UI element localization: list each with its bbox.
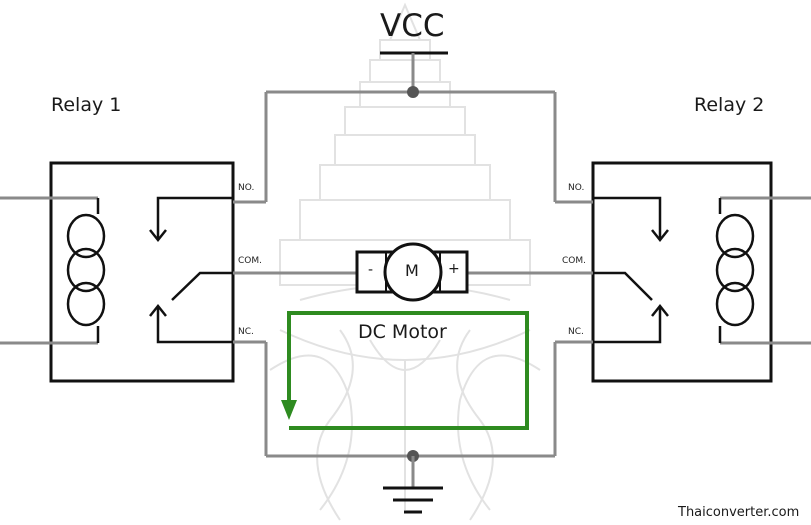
relay-2-switch: [593, 196, 669, 344]
top-junction-dot: [407, 86, 419, 98]
seal-watermark: [269, 2, 541, 521]
dc-motor-label: DC Motor: [358, 321, 447, 343]
relay-1-switch: [149, 196, 233, 344]
relay-2-coil: [715, 198, 755, 343]
relay-1-com-pin-label: COM.: [238, 256, 262, 266]
motor-positive-terminal: +: [448, 261, 460, 277]
relay-2-nc-pin-label: NC.: [568, 327, 584, 337]
motor-negative-terminal: -: [368, 262, 374, 278]
ground-symbol: [383, 456, 443, 514]
bottom-rail-wire: [264, 342, 557, 458]
relay-1-label: Relay 1: [51, 94, 122, 116]
vcc-label: VCC: [380, 8, 445, 44]
top-rail-wire: [264, 90, 557, 202]
relay-2-com-pin-label: COM.: [562, 256, 586, 266]
relay-2-no-pin-label: NO.: [568, 183, 585, 193]
credit-text: Thaiconverter.com: [678, 505, 800, 520]
relay-1-no-pin-label: NO.: [238, 183, 255, 193]
relay-1: [0, 161, 362, 383]
dc-motor: [355, 242, 469, 302]
relay-1-nc-pin-label: NC.: [238, 327, 254, 337]
current-flow-arrowhead: [281, 400, 297, 420]
relay-1-coil: [66, 198, 106, 343]
current-flow-path: [287, 311, 529, 430]
vcc-symbol: [380, 51, 448, 92]
relay-2: [466, 161, 811, 383]
motor-symbol-label: M: [405, 261, 419, 280]
relay-2-label: Relay 2: [694, 94, 765, 116]
